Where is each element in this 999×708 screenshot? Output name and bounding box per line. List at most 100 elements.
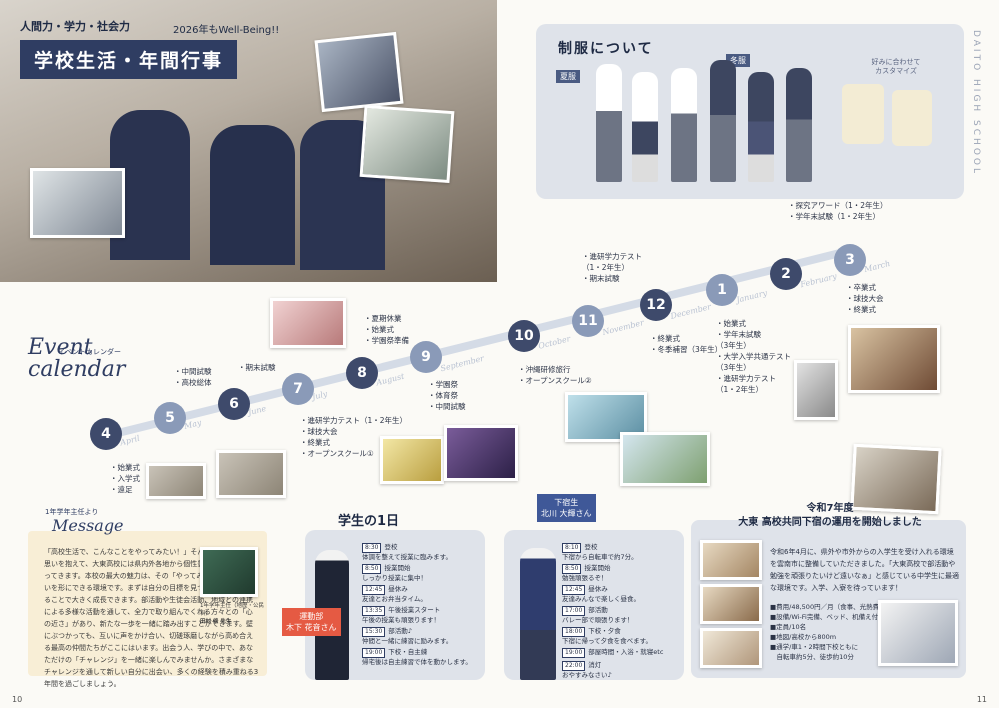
classroom-photo: [359, 104, 455, 184]
event-photo: [216, 450, 286, 498]
event-photo: [444, 425, 518, 481]
student2-figure: [520, 548, 556, 680]
month-node-9: 9: [410, 341, 442, 373]
message-title: Message: [52, 516, 124, 535]
schedule-text: 登校 体調を整えて授業に臨みます。: [362, 543, 453, 561]
month-name: March: [863, 258, 892, 275]
schedule-text: 部活動 バレー部で頑張ります！: [562, 606, 634, 624]
student2-label: 下宿生 北川 大輝さん: [537, 494, 596, 522]
schedule-text: 部屋時間・入浴・就寝etc: [588, 648, 664, 656]
teacher-caption: 1年学年主任（地歴・公民科）田村 修 先生: [200, 603, 265, 625]
month-events: ・探究アワード（1・2年生） ・学年末試験（1・2年生）: [788, 201, 888, 221]
month-node-1: 1: [706, 274, 738, 306]
club-photo: [314, 31, 404, 113]
dorm-body: 令和6年4月に、県外や市外からの入学生を受け入れる環境を雲南市に整備していただき…: [770, 548, 959, 592]
uniform-figure: [632, 72, 658, 182]
calendar-subtitle: イベントカレンダー: [58, 348, 121, 356]
month-events: ・進研学力テスト （1・2年生） ・期末試験: [582, 252, 642, 283]
month-node-10: 10: [508, 320, 540, 352]
dorm-room-photo: [878, 600, 958, 666]
month-events: ・終業式 ・冬季補習（3年生）: [650, 334, 723, 354]
schedule-time: 12:45: [562, 585, 586, 595]
month-node-12: 12: [640, 289, 672, 321]
event-photo: [794, 360, 838, 420]
schedule-text: 授業開始 勉強頑張るぞ！: [562, 564, 611, 582]
side-brand: DAITO HIGH SCHOOL: [971, 30, 981, 176]
schedule-time: 19:00: [362, 648, 386, 658]
month-name: January: [735, 288, 769, 305]
schedule-time: 15:30: [362, 627, 386, 637]
hero-tagline: 人間力・学力・社会力: [20, 20, 130, 33]
schedule-time: 13:35: [362, 606, 386, 616]
month-node-7: 7: [282, 373, 314, 405]
dorm-room-photo: [700, 628, 762, 668]
month-events: ・学園祭 ・体育祭 ・中間試験: [428, 380, 466, 411]
uniform-figure: [710, 60, 736, 182]
vest-icon: [892, 90, 932, 146]
month-name: August: [375, 371, 406, 388]
dorm-room-photo: [700, 540, 762, 580]
month-events: ・卒業式 ・球技大会 ・終業式: [846, 283, 884, 314]
month-events: ・進研学力テスト（1・2年生） ・球技大会 ・終業式 ・オープンスクール①: [300, 416, 408, 458]
student1-label: 運動部 木下 花音さん: [282, 608, 341, 636]
teacher-photo: [200, 547, 258, 597]
event-photo: [380, 436, 444, 484]
schedule-time: 18:00: [562, 627, 586, 637]
uniform-panel: 制服について 夏服 冬服 好みに合わせて カスタマイズ: [536, 24, 964, 199]
uniform-figure: [671, 68, 697, 182]
schedule-time: 22:00: [562, 661, 586, 671]
schedule-time: 19:00: [562, 648, 586, 658]
cardigan-icon: [842, 84, 884, 144]
month-node-8: 8: [346, 357, 378, 389]
schedule-text: 昼休み 友達みんなで楽しく昼食。: [562, 585, 640, 603]
schedule-time: 8:50: [562, 564, 582, 574]
event-photo: [620, 432, 710, 486]
page-number-left: 10: [12, 695, 23, 704]
page-number-right: 11: [976, 695, 987, 704]
month-name: September: [439, 353, 485, 374]
month-events: ・期末試験: [238, 363, 276, 372]
schedule-text: 午後授業スタート 午後の授業も頑張ります！: [362, 606, 441, 624]
month-events: ・始業式 ・学年末試験 （3年生） ・大学入学共通テスト （3年生） ・進研学力…: [716, 319, 791, 394]
event-photo: [146, 463, 206, 499]
schedule-text: 登校 下宿から自転車で約7分。: [562, 543, 638, 561]
month-name: October: [537, 334, 572, 351]
month-node-3: 3: [834, 244, 866, 276]
summer-tag: 夏服: [556, 70, 580, 83]
schedule-time: 8:30: [362, 543, 382, 553]
schedule-text: 下校・夕食 下宿に帰って夕食を食べます。: [562, 627, 653, 645]
uniform-figure: [748, 72, 774, 182]
day-title: 学生の1日: [338, 514, 400, 529]
uniform-photo: [30, 168, 125, 238]
schedule-text: 消灯 おやすみなさい♪: [562, 661, 612, 679]
month-node-2: 2: [770, 258, 802, 290]
schedule-text: 下校・自主練 帰宅後は自主練習で体を動かします。: [362, 648, 472, 666]
month-name: July: [311, 389, 329, 402]
month-events: ・中間試験 ・高校総体: [174, 367, 212, 387]
schedule-time: 12:45: [362, 585, 386, 595]
dorm-room-photo: [700, 584, 762, 624]
month-node-5: 5: [154, 402, 186, 434]
month-events: ・夏期休業 ・始業式 ・学園祭準備: [364, 314, 409, 345]
message-body: 「高校生活で、こんなことをやってみたい！」そんなワクワクする思いを抱えて、大東高…: [44, 548, 259, 688]
month-events: ・沖縄研修旅行 ・オープンスクール②: [518, 365, 592, 385]
schedule-time: 17:00: [562, 606, 586, 616]
schedule-text: 部活動♪ 仲間と一緒に練習に励みます。: [362, 627, 453, 645]
month-name: December: [669, 302, 713, 321]
dorm-details: ■費用/48,500円／月（食事、光熱費込み） ■設備/Wi-Fi完備、ベッド、…: [770, 603, 899, 661]
month-node-4: 4: [90, 418, 122, 450]
month-node-11: 11: [572, 305, 604, 337]
month-name: June: [247, 403, 268, 418]
uniform-figure: [596, 64, 622, 182]
